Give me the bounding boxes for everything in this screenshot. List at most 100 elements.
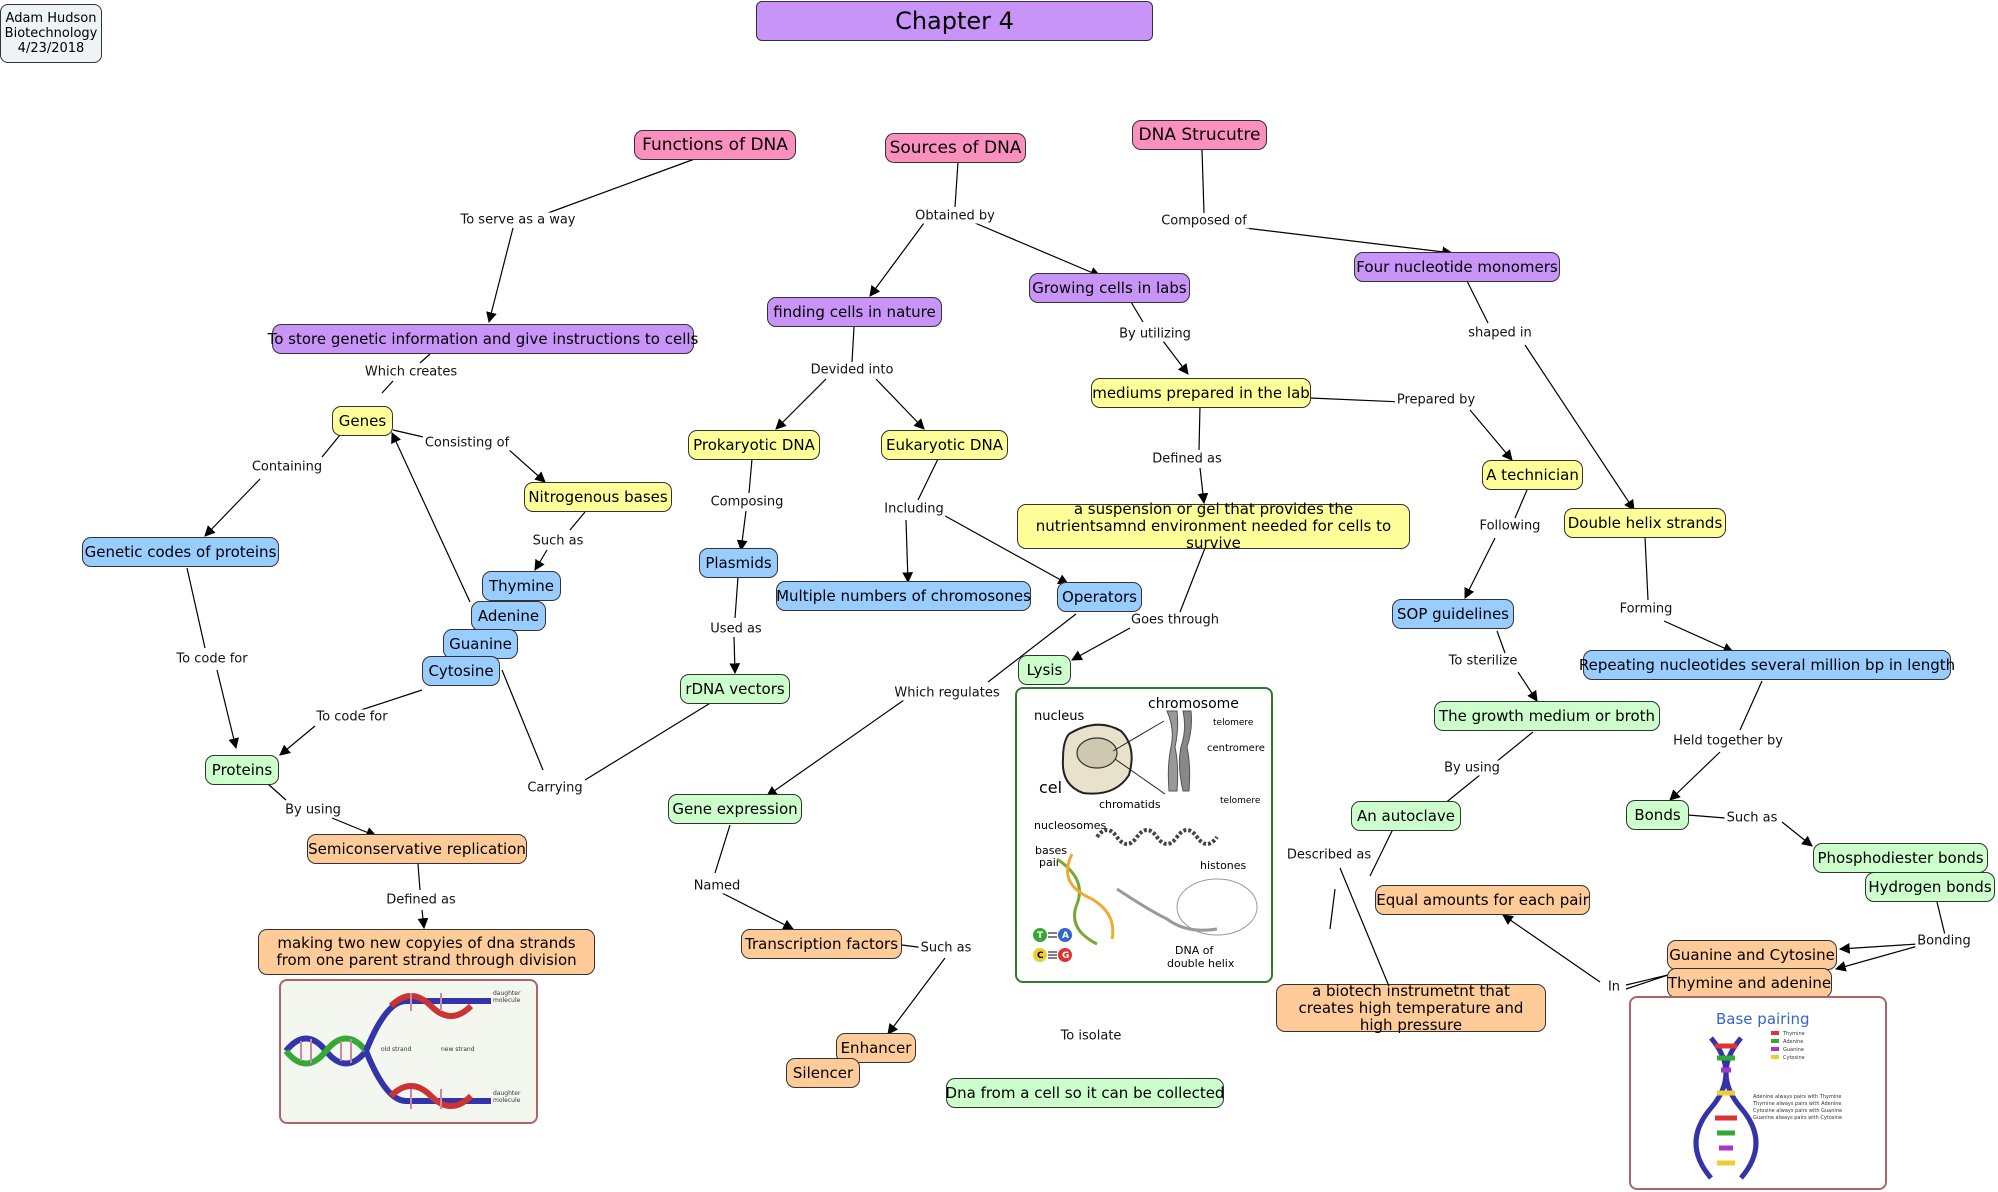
node-finding-cells[interactable]: finding cells in nature (767, 297, 942, 327)
link-label: Including (882, 501, 946, 517)
node-genetic-codes[interactable]: Genetic codes of proteins (82, 537, 279, 567)
node-transcription-factors[interactable]: Transcription factors (741, 929, 902, 959)
svg-text:Cytosine: Cytosine (1783, 1055, 1805, 1061)
node-equal-amounts[interactable]: Equal amounts for each pair (1375, 885, 1590, 915)
connector (1625, 974, 1669, 990)
link-label: Described as (1284, 847, 1374, 863)
node-double-helix[interactable]: Double helix strands (1564, 508, 1726, 538)
label-pair: pair (1039, 856, 1061, 869)
node-gene-expression[interactable]: Gene expression (668, 794, 802, 824)
node-plasmids[interactable]: Plasmids (699, 548, 778, 578)
svg-text:T: T (1037, 931, 1044, 941)
link-label: Goes through (1128, 612, 1222, 628)
node-multiple-chromosomes[interactable]: Multiple numbers of chromosones (776, 581, 1031, 611)
node-suspension-gel[interactable]: a suspension or gel that provides the nu… (1017, 501, 1410, 552)
chromosome-shape (1166, 710, 1179, 792)
connector (417, 863, 421, 891)
label-new-strand: new strand (441, 1046, 475, 1053)
node-four-nucleotide[interactable]: Four nucleotide monomers (1354, 252, 1560, 282)
connector (1329, 888, 1336, 930)
node-bonds[interactable]: Bonds (1626, 800, 1689, 830)
link-label: To code for (174, 651, 250, 667)
connector (1244, 227, 1454, 258)
link-label: To sterilize (1446, 653, 1520, 669)
node-making-copies[interactable]: making two new copyies of dna strands fr… (258, 929, 595, 975)
node-sop-guidelines[interactable]: SOP guidelines (1392, 599, 1514, 629)
node-rdna-vectors[interactable]: rDNA vectors (680, 674, 790, 704)
node-semiconservative[interactable]: Semiconservative replication (307, 834, 527, 864)
link-label: Such as (1724, 810, 1780, 826)
node-adenine[interactable]: Adenine (471, 601, 546, 631)
connector (974, 222, 1101, 278)
connector (1838, 942, 1919, 954)
nucleus-shape (1076, 737, 1118, 769)
node-autoclave[interactable]: An autoclave (1351, 801, 1461, 831)
map-title[interactable]: Chapter 4 (756, 1, 1153, 41)
connector (1524, 344, 1635, 511)
link-label: To serve as a way (458, 212, 578, 228)
connector (279, 725, 316, 756)
node-biotech-instrument[interactable]: a biotech instrumetnt that creates high … (1276, 982, 1546, 1033)
link-label: To code for (314, 709, 390, 725)
connector (736, 510, 748, 552)
node-cytosine[interactable]: Cytosine (422, 656, 500, 686)
connector (584, 701, 713, 781)
connector (1466, 280, 1489, 324)
node-guanine-cytosine[interactable]: Guanine and Cytosine (1667, 940, 1837, 970)
label-dna-of: DNA of (1175, 944, 1214, 957)
connector (1739, 680, 1763, 731)
image-cell-chromosome[interactable]: nucleus chromosome telomere centromere c… (1015, 687, 1273, 983)
node-growing-cells[interactable]: Growing cells in labs (1029, 273, 1190, 303)
connector (1669, 751, 1721, 801)
image-base-pairing[interactable]: Base pairing Thymine Adenine Guanine Cyt… (1629, 996, 1887, 1190)
node-genes[interactable]: Genes (332, 406, 393, 436)
connector (267, 783, 287, 801)
node-store-genetic-info[interactable]: To store genetic information and give in… (268, 324, 698, 354)
node-eukaryotic[interactable]: Eukaryotic DNA (881, 430, 1008, 460)
node-growth-medium[interactable]: The growth medium or broth (1434, 701, 1660, 731)
link-label: By using (1442, 760, 1502, 776)
connector (569, 511, 586, 531)
link-label: Forming (1617, 601, 1675, 617)
node-prokaryotic[interactable]: Prokaryotic DNA (688, 430, 820, 460)
node-repeating-nucleotides[interactable]: Repeating nucleotides several million bp… (1579, 650, 1955, 680)
node-dna-from-cell[interactable]: Dna from a cell so it can be collected (946, 1078, 1224, 1108)
pointer-line (1112, 720, 1165, 752)
connector (381, 380, 394, 394)
node-lysis[interactable]: Lysis (1018, 655, 1071, 685)
node-phosphodiester-bonds[interactable]: Phosphodiester bonds (1813, 843, 1988, 873)
connector (216, 669, 239, 750)
replication-illustration: daughter molecule old strand new strand … (283, 990, 521, 1109)
node-guanine[interactable]: Guanine (443, 629, 518, 659)
node-thymine[interactable]: Thymine (482, 571, 561, 601)
connector (1834, 945, 1919, 972)
svg-text:Adenine always pairs with Thym: Adenine always pairs with Thymine (1753, 1094, 1842, 1100)
chromosome-shape (1178, 710, 1192, 792)
connector (902, 519, 914, 584)
node-hydrogen-bonds[interactable]: Hydrogen bonds (1865, 872, 1995, 902)
connector (1071, 627, 1131, 661)
connector (917, 458, 939, 501)
node-proteins[interactable]: Proteins (205, 755, 279, 785)
node-functions-of-dna[interactable]: Functions of DNA (634, 130, 796, 160)
link-label: Obtained by (913, 208, 997, 224)
label-molecule-2: molecule (493, 1097, 521, 1104)
link-label: Carrying (525, 780, 585, 796)
node-technician[interactable]: A technician (1482, 460, 1583, 490)
connector (1502, 914, 1601, 983)
label-nucleus: nucleus (1034, 709, 1084, 724)
node-mediums[interactable]: mediums prepared in the lab (1091, 378, 1311, 408)
node-nitrogenous-bases[interactable]: Nitrogenous bases (524, 482, 672, 512)
node-dna-structure[interactable]: DNA Strucutre (1132, 120, 1267, 150)
connector (1687, 814, 1726, 819)
connector (1198, 405, 1201, 451)
connector (729, 636, 741, 675)
link-label: In (1605, 979, 1623, 995)
node-silencer[interactable]: Silencer (786, 1058, 860, 1088)
node-thymine-adenine[interactable]: Thymine and adenine (1667, 968, 1832, 998)
node-sources-of-dna[interactable]: Sources of DNA (885, 133, 1026, 163)
cell-illustration: nucleus chromosome telomere centromere c… (1033, 696, 1265, 970)
node-operators[interactable]: Operators (1057, 582, 1142, 612)
image-dna-replication[interactable]: daughter molecule old strand new strand … (279, 979, 538, 1124)
